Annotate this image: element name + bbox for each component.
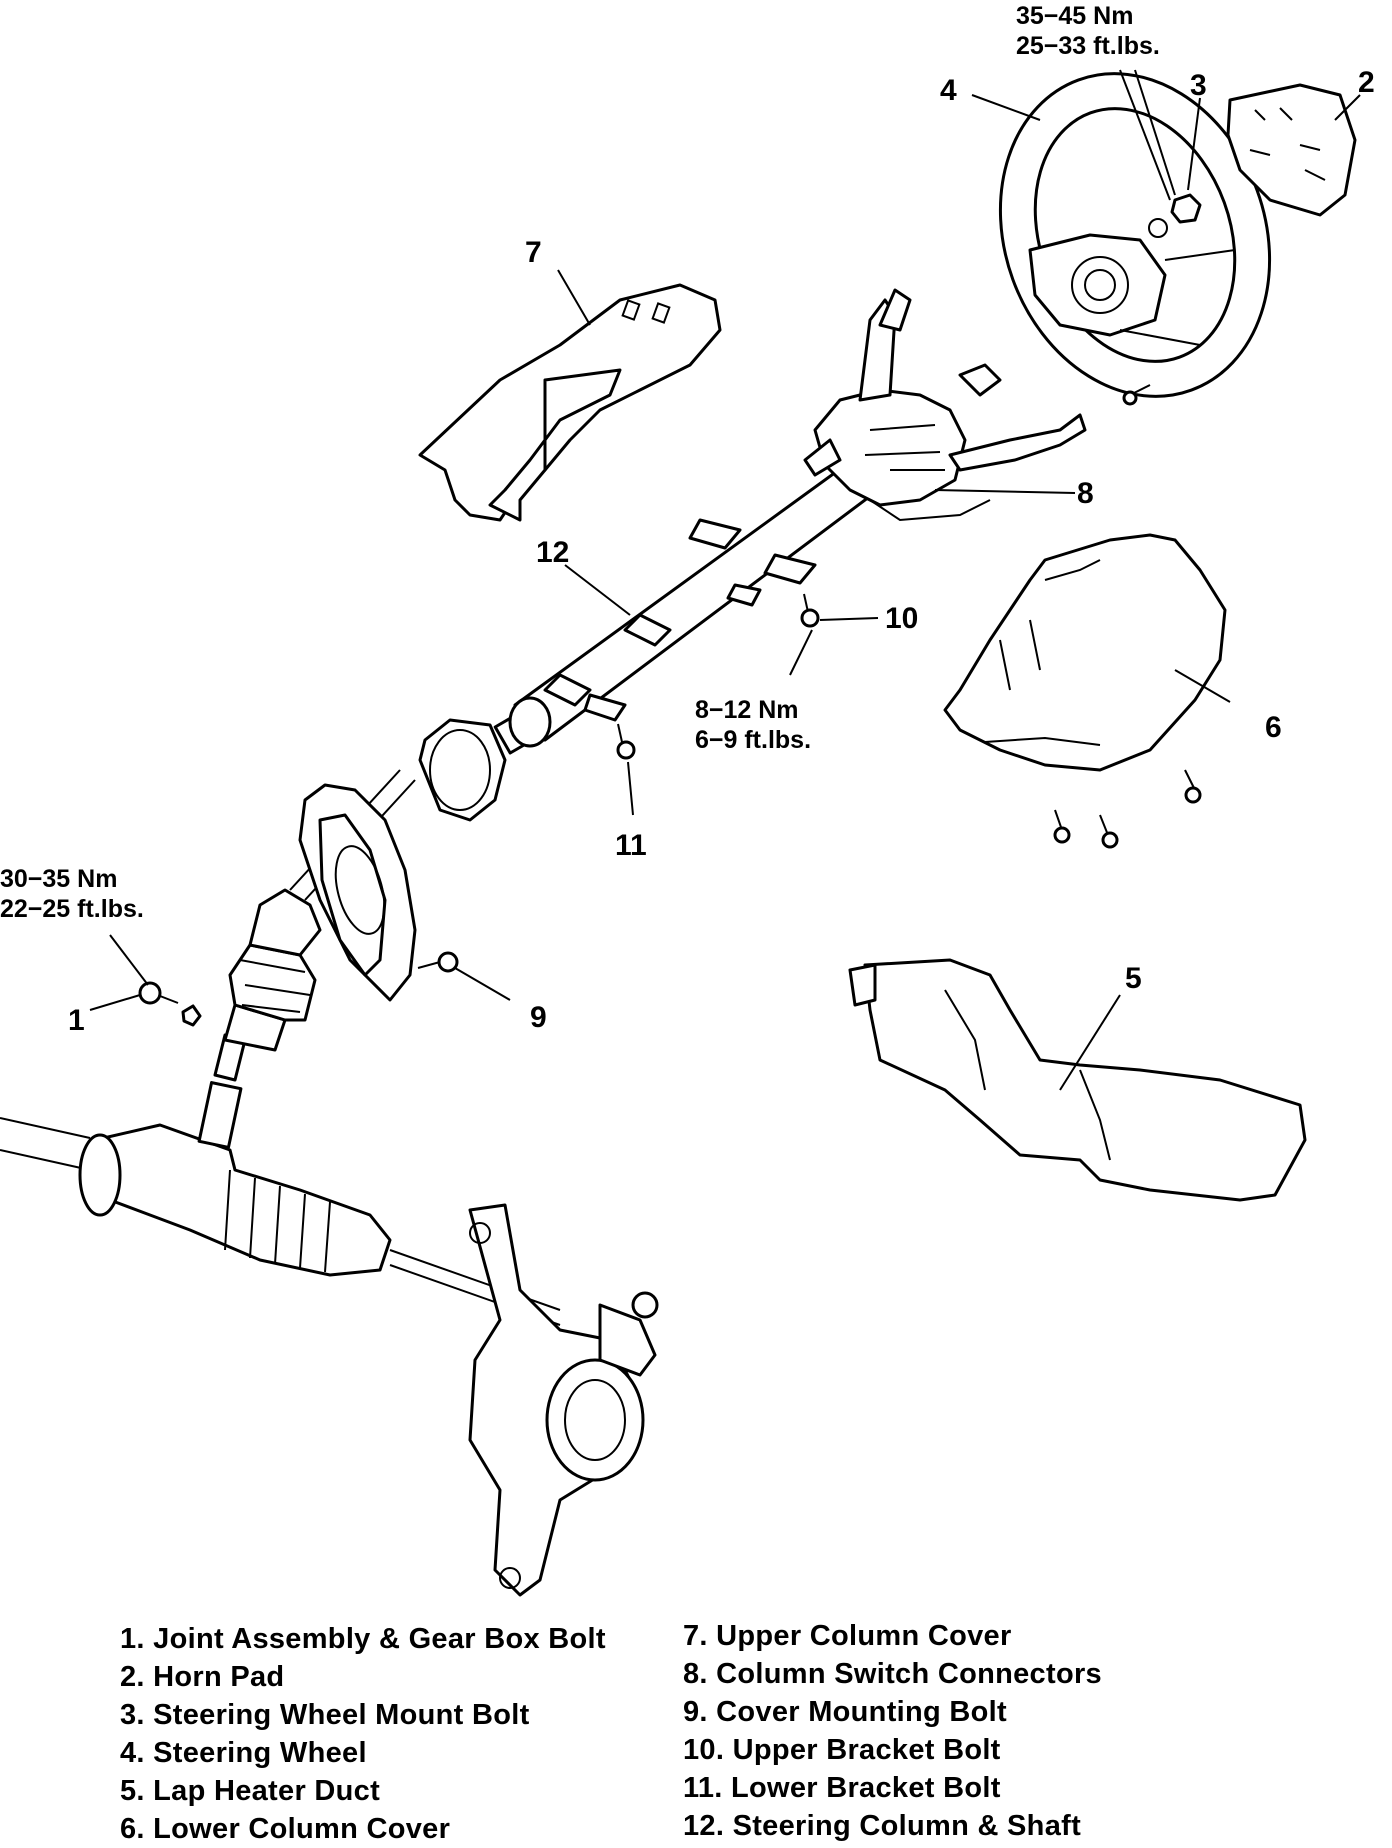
callout-labels: 1 2 3 4 5 6 7 8 9 10 11 12 [68,66,1375,1037]
legend-item-4: 4. Steering Wheel [120,1737,367,1769]
upper-column-cover [418,283,722,522]
callout-2: 2 [1358,66,1375,99]
svg-text:8−12 Nm: 8−12 Nm [695,696,799,724]
parts-legend-left: 1. Joint Assembly & Gear Box Bolt 2. Hor… [120,1620,606,1848]
bolt-11-lower-bracket [616,723,636,760]
bolt-10-upper-bracket [800,593,820,628]
svg-text:35−45 Nm: 35−45 Nm [1016,2,1133,30]
legend-item-11: 11. Lower Bracket Bolt [683,1772,1001,1804]
steering-rack-and-pinion [0,1081,561,1326]
callout-10: 10 [885,602,918,635]
legend-item-1: 1. Joint Assembly & Gear Box Bolt [120,1623,606,1655]
column-boot-plate [298,783,417,1002]
svg-text:30−35 Nm: 30−35 Nm [0,865,117,893]
callout-9: 9 [530,1001,547,1034]
callout-4: 4 [940,74,957,107]
steering-wheel [998,72,1272,398]
column-switch-assembly [803,288,1087,522]
callout-6: 6 [1265,711,1282,744]
torque-spec-upper-bracket-bolt: 8−12 Nm 6−9 ft.lbs. [695,696,811,754]
svg-text:22−25 ft.lbs.: 22−25 ft.lbs. [0,895,144,923]
legend-item-5: 5. Lap Heater Duct [120,1775,381,1807]
callout-5: 5 [1125,962,1142,995]
bolt-9-cover-mounting [417,951,459,973]
callout-1: 1 [68,1004,85,1037]
callout-7: 7 [525,236,542,269]
bolt-1-joint [138,981,202,1027]
legend-item-10: 10. Upper Bracket Bolt [683,1734,1001,1766]
legend-item-6: 6. Lower Column Cover [120,1813,451,1845]
legend-item-9: 9. Cover Mounting Bolt [683,1696,1007,1728]
lower-column-cover [943,533,1227,772]
callout-8: 8 [1077,477,1094,510]
legend-item-8: 8. Column Switch Connectors [683,1658,1102,1690]
parts-legend-right: 7. Upper Column Cover 8. Column Switch C… [683,1617,1102,1845]
lower-cover-screws [1053,769,1202,849]
intermediate-shaft-joint [213,769,416,1082]
svg-text:25−33 ft.lbs.: 25−33 ft.lbs. [1016,32,1160,60]
wheel-screw [1122,384,1151,406]
legend-item-3: 3. Steering Wheel Mount Bolt [120,1699,530,1731]
horn-pad [1226,83,1357,217]
lap-heater-duct [848,958,1307,1202]
leader-lines [89,69,1361,1091]
torque-spec-mount-bolt: 35−45 Nm 25−33 ft.lbs. [1016,2,1160,60]
steering-wheel-mount-bolt [1148,193,1202,238]
callout-3: 3 [1190,69,1207,102]
callout-12: 12 [536,536,569,569]
legend-item-7: 7. Upper Column Cover [683,1620,1012,1652]
steering-knuckle [468,1203,659,1597]
torque-spec-joint-bolt: 30−35 Nm 22−25 ft.lbs. [0,865,144,923]
callout-11: 11 [615,829,647,862]
svg-text:6−9 ft.lbs.: 6−9 ft.lbs. [695,726,811,754]
legend-item-2: 2. Horn Pad [120,1661,285,1693]
legend-item-12: 12. Steering Column & Shaft [683,1810,1082,1842]
